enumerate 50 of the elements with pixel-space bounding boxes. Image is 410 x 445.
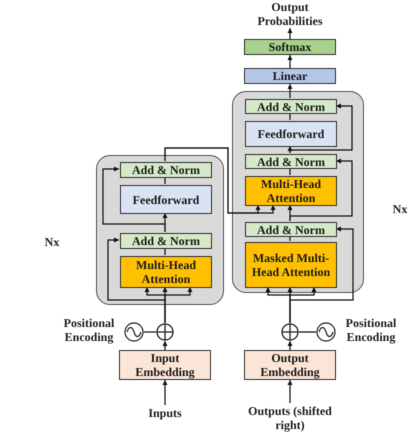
io-label: Output Probabilities [256, 0, 324, 28]
layer-box [120, 185, 212, 214]
io-label: Outputs (shifted right) [247, 404, 333, 432]
arrow [289, 158, 353, 221]
layer-box [244, 68, 336, 84]
adder-circle-icon [156, 323, 174, 341]
layer-label: Add & Norm [132, 163, 200, 177]
layer-label: Add & Norm [257, 100, 325, 114]
layer-box [119, 350, 211, 380]
layer-box [120, 256, 212, 288]
layer-box [245, 154, 337, 169]
layer-box [244, 350, 336, 380]
arrow [288, 28, 292, 39]
layer-label: Multi-Head Attention [260, 177, 322, 205]
arrow [288, 380, 292, 403]
layer-label: Feedforward [132, 192, 200, 206]
arrow [162, 341, 168, 350]
arrow [288, 146, 292, 153]
layer-label: Feedforward [258, 127, 324, 141]
layer-box [245, 242, 337, 288]
repeat-count-label: Nx [44, 235, 60, 249]
layer-label: Add & Norm [257, 154, 325, 168]
layer-box [245, 176, 337, 206]
encoding-label: Positional Encoding [62, 316, 116, 344]
layer-box [120, 162, 212, 178]
arrow [288, 84, 292, 98]
layer-label: Multi-Head Attention [135, 258, 197, 286]
layer-label: Softmax [268, 40, 312, 54]
layer-label: Add & Norm [257, 222, 325, 236]
layer-label: Linear [272, 69, 308, 83]
arrow [288, 55, 292, 68]
io-label: Inputs [148, 406, 182, 420]
arrow [289, 104, 353, 153]
layer-label: Masked Multi-Head Attention [250, 251, 332, 279]
arrow [102, 166, 166, 232]
layer-box [245, 222, 337, 237]
arrow [289, 226, 354, 323]
layer-label: Output Embedding [259, 351, 321, 379]
adder-circle-icon [281, 323, 299, 341]
arrow [288, 341, 292, 350]
repeat-count-label: Nx [392, 202, 408, 216]
layer-label: Add & Norm [132, 234, 200, 248]
layer-box [244, 39, 336, 55]
layer-label: Input Embedding [134, 351, 196, 379]
layer-box [120, 233, 212, 249]
encoding-label: Positional Encoding [344, 316, 398, 344]
layer-box [245, 99, 337, 114]
arrow [162, 380, 168, 405]
layer-box [245, 121, 337, 147]
arrow [107, 238, 166, 323]
